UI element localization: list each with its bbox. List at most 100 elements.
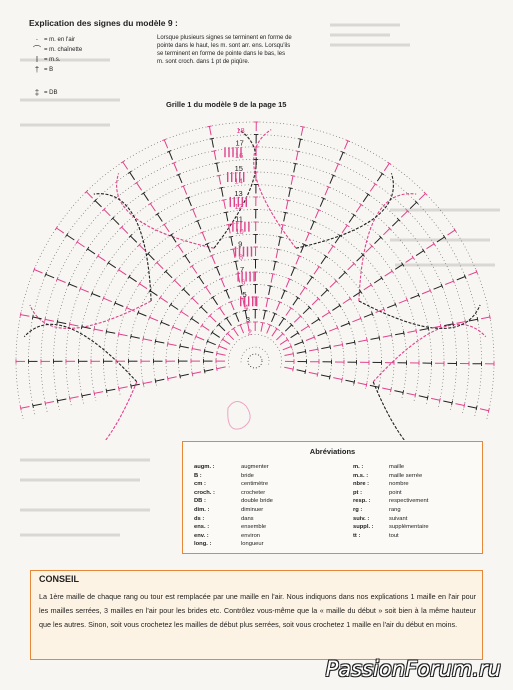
stitch-mark bbox=[118, 333, 128, 337]
stitch-mark bbox=[289, 344, 293, 349]
stitch-mark bbox=[117, 331, 120, 337]
stitch-mark bbox=[352, 213, 357, 217]
abbreviation-row: suiv. :suivant bbox=[353, 515, 429, 524]
stitch-mark bbox=[345, 379, 355, 383]
stitch-mark bbox=[292, 266, 297, 269]
stitch-mark bbox=[117, 267, 121, 272]
stitch-mark bbox=[138, 244, 146, 252]
stitch-mark bbox=[119, 225, 124, 230]
stitch-mark bbox=[453, 228, 457, 233]
stitch-mark bbox=[173, 162, 178, 172]
stitch-mark bbox=[304, 349, 307, 354]
stitch-mark bbox=[380, 275, 384, 281]
stitch-mark bbox=[489, 314, 491, 320]
stitch-mark bbox=[302, 307, 310, 315]
stitch-mark bbox=[329, 344, 332, 350]
legend-list: · = m. en l'air ⌒ = m. chaînette I = m.s… bbox=[30, 35, 82, 98]
stitch-mark bbox=[68, 322, 71, 327]
legend-item: † = B bbox=[30, 65, 82, 75]
stitch-mark bbox=[103, 297, 112, 303]
stitch-mark bbox=[321, 346, 331, 350]
stitch-mark bbox=[225, 212, 229, 222]
stitch-mark bbox=[275, 249, 279, 259]
stitch-mark bbox=[120, 160, 125, 164]
stitch-mark bbox=[290, 267, 295, 276]
chain-row-arc bbox=[240, 346, 270, 365]
stitch-mark bbox=[347, 263, 355, 271]
stitch-mark bbox=[263, 309, 268, 312]
stitch-mark bbox=[105, 329, 108, 334]
stitch-mark bbox=[371, 311, 374, 317]
stitch-mark bbox=[345, 223, 350, 227]
stitch-mark bbox=[90, 291, 94, 296]
stitch-mark bbox=[148, 315, 151, 320]
stitch-mark bbox=[179, 373, 181, 379]
stitch-mark bbox=[161, 321, 170, 327]
stitch-mark bbox=[299, 287, 306, 296]
stitch-mark bbox=[339, 152, 344, 161]
stitch-mark bbox=[213, 150, 217, 160]
abbreviation-row: m. :maille bbox=[353, 463, 429, 472]
abbreviation-key: cm : bbox=[194, 481, 206, 488]
stitch-mark bbox=[374, 236, 382, 244]
chain-row-arc bbox=[90, 196, 420, 401]
stitch-mark bbox=[114, 302, 124, 307]
stitch-mark bbox=[149, 290, 158, 297]
stitch-mark bbox=[333, 377, 343, 380]
stitch-mark bbox=[422, 248, 426, 253]
stitch-mark bbox=[331, 244, 336, 248]
stitch-mark bbox=[93, 391, 96, 396]
stitch-mark bbox=[125, 305, 128, 310]
chain-dot-icon: · bbox=[35, 35, 39, 44]
stitch-mark bbox=[207, 313, 212, 318]
stitch-mark bbox=[220, 187, 224, 197]
stitch-mark bbox=[143, 338, 153, 342]
stitch-mark bbox=[154, 260, 159, 265]
stitch-mark bbox=[181, 184, 186, 188]
stitch-mark bbox=[336, 162, 341, 166]
stitch-mark bbox=[276, 333, 284, 341]
stitch-mark bbox=[281, 316, 287, 320]
abbreviations-title: Abréviations bbox=[309, 447, 356, 456]
stitch-mark bbox=[340, 322, 350, 327]
stitch-mark bbox=[201, 232, 207, 241]
stitch-mark bbox=[191, 371, 194, 376]
stitch-mark bbox=[297, 254, 302, 258]
stitch-mark bbox=[274, 327, 279, 331]
stitch-mark bbox=[65, 232, 69, 238]
row-number-label: 16 bbox=[235, 151, 243, 160]
stitch-mark bbox=[221, 199, 226, 201]
stitch-mark bbox=[159, 319, 163, 325]
stitch-mark bbox=[239, 285, 243, 295]
stitch-mark bbox=[32, 403, 42, 407]
stitch-mark bbox=[163, 139, 169, 149]
stitch-mark bbox=[207, 125, 212, 128]
stitch-mark bbox=[179, 343, 181, 349]
stitch-mark bbox=[154, 339, 157, 344]
stitch-mark bbox=[195, 219, 200, 223]
stitch-mark bbox=[316, 296, 321, 301]
stitch-mark bbox=[320, 289, 328, 297]
stitch-mark bbox=[87, 248, 96, 255]
stitch-mark bbox=[143, 192, 149, 201]
stitch-mark bbox=[210, 295, 215, 299]
stitch-mark bbox=[406, 392, 416, 396]
fan-outline bbox=[93, 193, 152, 302]
stitch-mark bbox=[209, 315, 217, 323]
stitch-mark bbox=[296, 351, 306, 354]
stitch-mark bbox=[220, 278, 226, 288]
stitch-mark bbox=[204, 350, 214, 354]
abbreviation-key: ds : bbox=[194, 515, 205, 522]
stitch-mark bbox=[179, 373, 189, 377]
stitch-mark bbox=[272, 312, 278, 315]
stitch-mark bbox=[305, 232, 310, 242]
abbreviation-key: dim. : bbox=[194, 506, 210, 513]
stitch-mark bbox=[378, 235, 383, 240]
stitch-mark bbox=[178, 174, 183, 184]
stitch-mark bbox=[265, 297, 271, 300]
stitch-mark bbox=[184, 255, 191, 264]
stitch-mark bbox=[207, 340, 216, 346]
abbreviation-meaning: rang bbox=[389, 506, 401, 513]
stitch-mark bbox=[306, 276, 313, 285]
